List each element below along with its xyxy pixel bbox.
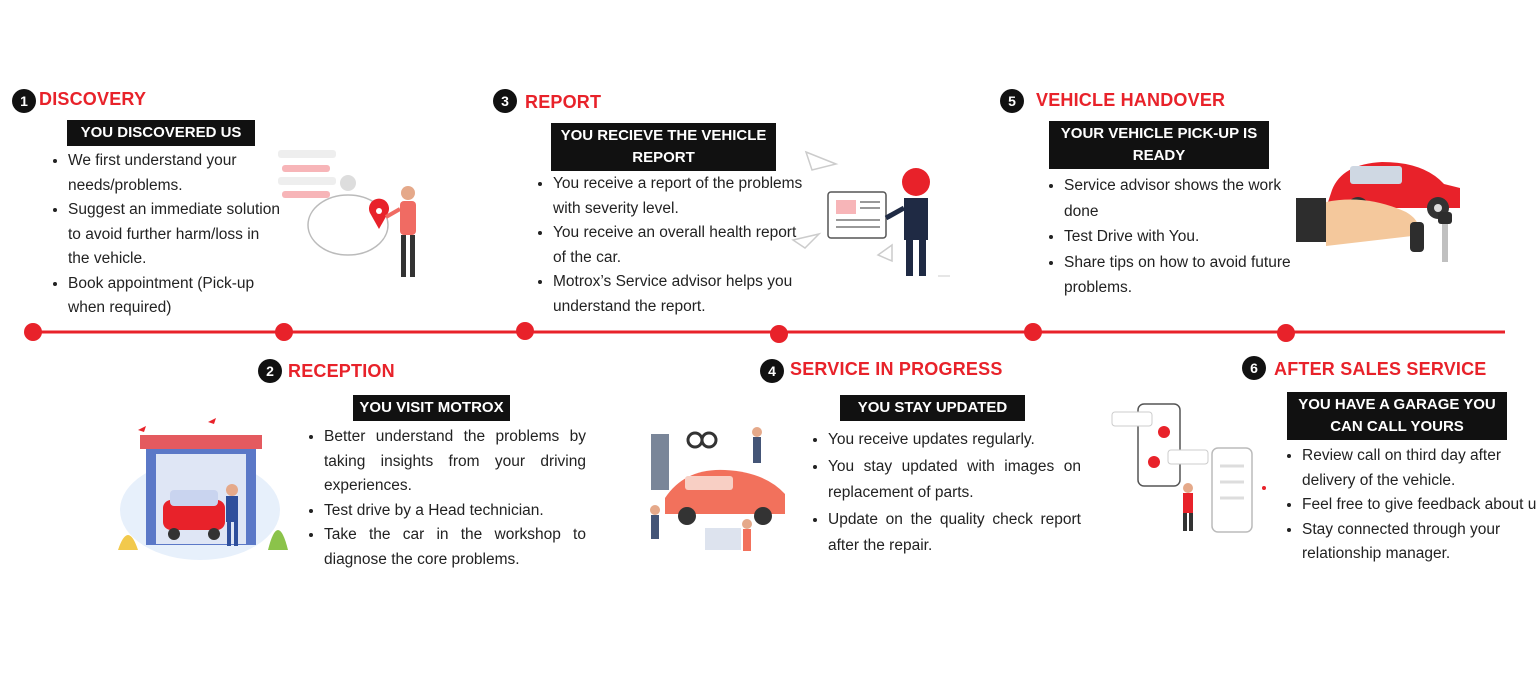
list-item: Test drive by a Head technician. (324, 499, 586, 524)
discovery-illustration (278, 150, 416, 277)
timeline-dot (1277, 324, 1295, 342)
list-item: Better understand the problems by taking… (324, 425, 586, 499)
list-item: Stay connected through your relationship… (1302, 518, 1536, 567)
service-illustration (650, 427, 785, 551)
step-title: RECEPTION (288, 361, 395, 381)
list-item: Take the car in the workshop to diagnose… (324, 523, 586, 572)
timeline-dot (24, 323, 42, 341)
step-title: DISCOVERY (39, 89, 147, 109)
list-item: Suggest an immediate solution to avoid f… (68, 198, 283, 272)
step-number: 4 (760, 359, 784, 383)
step-number: 1 (12, 89, 36, 113)
list-item: You receive a report of the problems wit… (553, 172, 803, 221)
step-number: 5 (1000, 89, 1024, 113)
list-item: Review call on third day after delivery … (1302, 444, 1536, 493)
timeline-dot (516, 322, 534, 340)
timeline-dot (1024, 323, 1042, 341)
step-tag: YOU DISCOVERED US (67, 120, 255, 146)
step-number: 3 (493, 89, 517, 113)
timeline-dot (770, 325, 788, 343)
list-item: You stay updated with images on replacem… (828, 454, 1081, 507)
step-tag: YOU RECIEVE THE VEHICLE REPORT (551, 123, 776, 171)
list-item: You receive an overall health report of … (553, 221, 803, 270)
step-points: Better understand the problems by taking… (306, 425, 586, 572)
list-item: Feel free to give feedback about us. (1302, 493, 1536, 518)
list-item: Test Drive with You. (1064, 224, 1304, 250)
after-sales-illustration (1111, 403, 1266, 533)
list-item: Book appointment (Pick-up when required) (68, 272, 283, 321)
step-tag: YOUR VEHICLE PICK-UP IS READY (1049, 121, 1269, 169)
step-points: Service advisor shows the work done Test… (1046, 173, 1304, 301)
step-title: SERVICE IN PROGRESS (790, 359, 1003, 379)
step-tag: YOU VISIT MOTROX (353, 395, 510, 421)
step-tag: YOU HAVE A GARAGE YOU CAN CALL YOURS (1287, 392, 1507, 440)
handover-illustration (1296, 162, 1460, 262)
list-item: Share tips on how to avoid future proble… (1064, 250, 1304, 301)
reception-illustration (118, 418, 288, 560)
step-title: REPORT (525, 92, 602, 112)
report-illustration (791, 150, 950, 277)
step-points: You receive updates regularly. You stay … (810, 427, 1081, 560)
step-points: Review call on third day after delivery … (1284, 444, 1536, 567)
list-item: Motrox’s Service advisor helps you under… (553, 270, 803, 319)
step-number: 2 (258, 359, 282, 383)
list-item: Update on the quality check report after… (828, 507, 1081, 560)
timeline-dot (275, 323, 293, 341)
step-number: 6 (1242, 356, 1266, 380)
step-points: You receive a report of the problems wit… (535, 172, 803, 319)
step-title: AFTER SALES SERVICE (1274, 359, 1487, 379)
list-item: Service advisor shows the work done (1064, 173, 1304, 224)
list-item: We first understand your needs/problems. (68, 149, 283, 198)
step-title: VEHICLE HANDOVER (1036, 90, 1226, 110)
step-tag: YOU STAY UPDATED (840, 395, 1025, 421)
step-points: We first understand your needs/problems.… (50, 149, 283, 321)
list-item: You receive updates regularly. (828, 427, 1081, 454)
